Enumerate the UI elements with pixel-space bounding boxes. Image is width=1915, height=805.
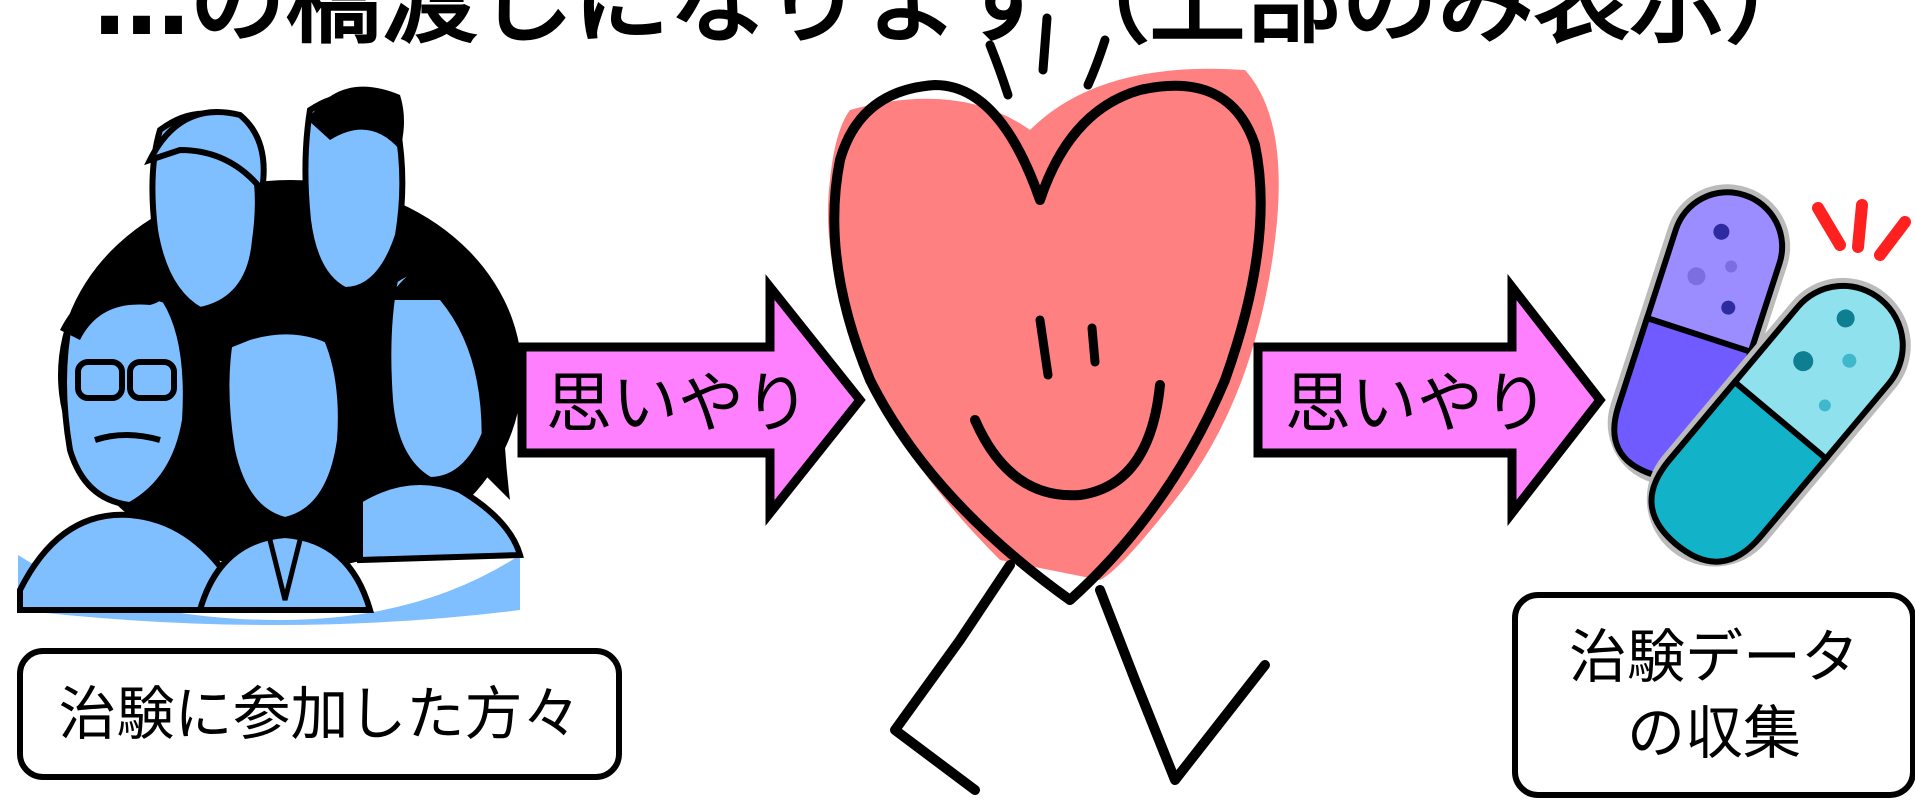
arrow-2 xyxy=(1253,273,1606,527)
arrow-1-label: 思いやり xyxy=(546,365,810,442)
arrow-1 xyxy=(517,274,866,526)
capsules-icon xyxy=(1607,184,1911,567)
participants-label: 治験に参加した方々 xyxy=(58,680,581,748)
participants-label-box: 治験に参加した方々 xyxy=(17,648,622,780)
trial-data-label-line2: の収集 xyxy=(1626,699,1801,767)
arrow-2-label: 思いやり xyxy=(1285,365,1549,442)
smiling-heart-icon xyxy=(828,13,1279,795)
people-group-icon xyxy=(17,86,524,625)
trial-data-label-line1: 治験データ xyxy=(1568,623,1859,691)
trial-data-label-box: 治験データ の収集 xyxy=(1512,592,1915,798)
title-text: …の橋渡しになります（上部のみ表示） xyxy=(93,0,1822,57)
title: …の橋渡しになります（上部のみ表示） xyxy=(0,0,1915,56)
